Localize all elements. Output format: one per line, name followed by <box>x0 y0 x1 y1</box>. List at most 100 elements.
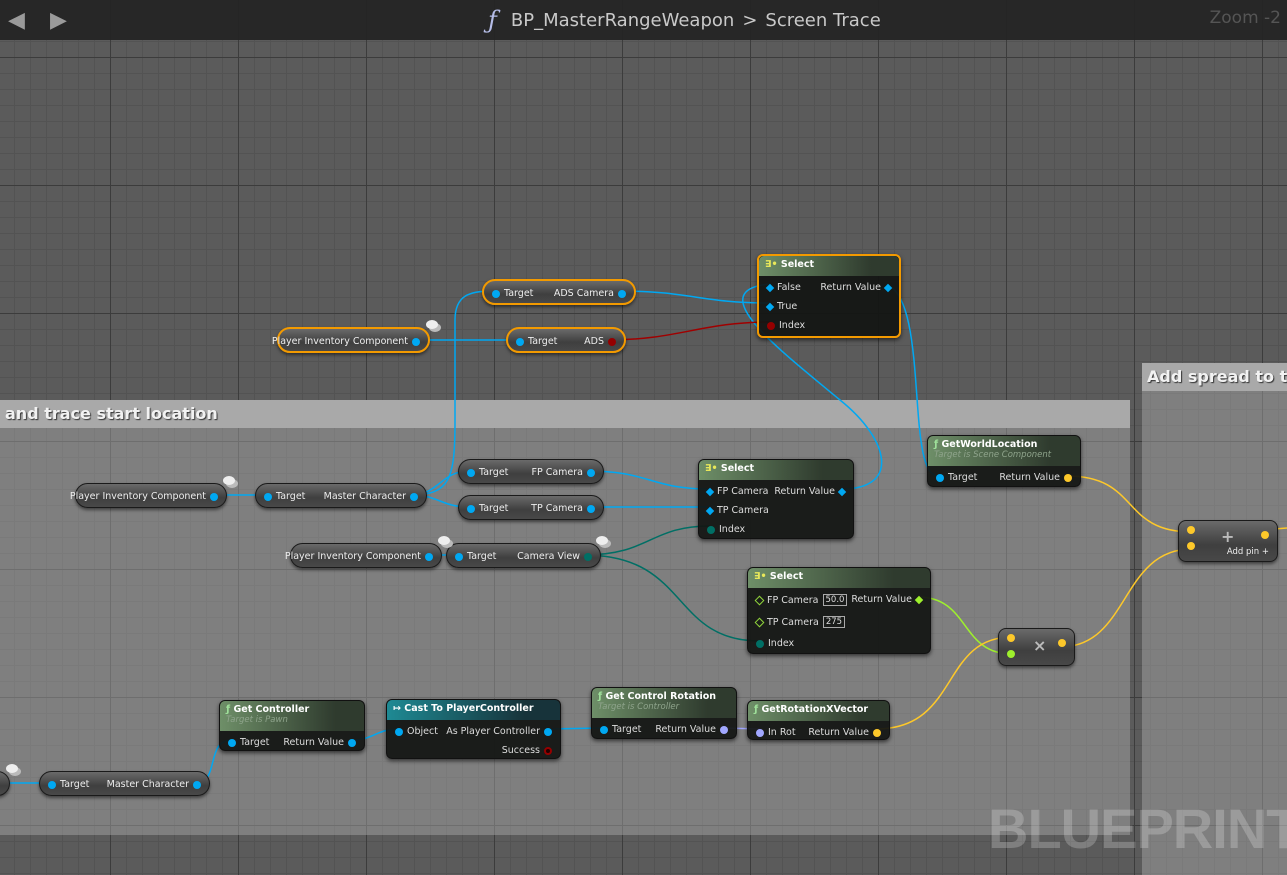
input-pin-row[interactable]: Target <box>48 779 89 790</box>
object-pin-icon[interactable] <box>410 492 418 501</box>
object-pin-icon[interactable] <box>600 725 608 734</box>
output-pin-row[interactable]: As Player Controller <box>446 726 552 737</box>
object-pin-icon[interactable] <box>765 283 775 292</box>
input-pin-row[interactable] <box>1007 634 1015 642</box>
float-pin-icon[interactable] <box>754 617 765 627</box>
input-pin-row[interactable]: In Rot <box>756 727 796 738</box>
input-pin-row[interactable]: Index <box>767 320 805 331</box>
input-pin-row[interactable]: Index <box>756 638 794 649</box>
node-header[interactable]: ∃• Select <box>699 460 853 480</box>
input-pin-row[interactable]: False <box>765 282 801 293</box>
variable-node-tpcam[interactable]: Target TP Camera <box>458 495 604 520</box>
float-pin-icon[interactable] <box>914 595 924 604</box>
float-pin-icon[interactable] <box>754 595 765 605</box>
object-pin-icon[interactable] <box>765 302 775 311</box>
node-header[interactable]: ↦ Cast To PlayerController <box>387 700 560 720</box>
input-pin-row[interactable]: Target <box>467 503 508 514</box>
object-pin-icon[interactable] <box>705 487 715 496</box>
input-pin-row[interactable]: True <box>765 301 797 312</box>
input-pin-row[interactable] <box>1187 542 1195 550</box>
arrow-left-icon[interactable]: ◀ <box>8 8 25 33</box>
output-pin-row[interactable]: Camera View <box>517 551 592 562</box>
byte-pin-icon[interactable] <box>707 525 715 534</box>
output-pin-row[interactable]: Return Value <box>999 472 1072 483</box>
vector-pin-icon[interactable] <box>1058 639 1066 647</box>
output-pin-row[interactable] <box>1058 639 1066 647</box>
object-pin-icon[interactable] <box>467 468 475 477</box>
variable-node-fpcam[interactable]: Target FP Camera <box>458 459 604 484</box>
output-pin-row[interactable]: ADS Camera <box>554 288 626 299</box>
output-pin-row[interactable]: Player Inventory Component <box>70 491 218 502</box>
output-pin-row[interactable]: Return Value <box>655 724 728 735</box>
input-pin-row[interactable]: Target <box>228 737 269 748</box>
comment-title[interactable]: Add spread to tr <box>1142 363 1287 391</box>
bool-pin-icon[interactable] <box>608 337 616 346</box>
object-pin-icon[interactable] <box>193 780 201 789</box>
object-pin-icon[interactable] <box>883 283 893 292</box>
comment-box-add-spread[interactable]: Add spread to tr <box>1142 363 1287 875</box>
node-header[interactable]: ∃• Select <box>748 568 930 588</box>
output-pin-row[interactable]: TP Camera <box>531 503 595 514</box>
node-header[interactable]: ∃• Select <box>759 256 899 276</box>
input-pin-row[interactable] <box>1007 650 1015 658</box>
object-pin-icon[interactable] <box>705 506 715 515</box>
byte-pin-icon[interactable] <box>584 552 592 561</box>
object-pin-icon[interactable] <box>228 738 236 747</box>
input-pin-row[interactable]: Target <box>936 472 977 483</box>
output-pin-row[interactable]: Player Inventory Component <box>272 336 420 347</box>
value-input[interactable]: 275 <box>822 616 846 628</box>
float-pin-icon[interactable] <box>1007 650 1015 658</box>
arrow-right-icon[interactable]: ▶ <box>50 8 67 33</box>
input-pin-row[interactable]: TP Camera <box>705 505 769 516</box>
vector-pin-icon[interactable] <box>1187 526 1195 534</box>
input-pin-row[interactable]: Target <box>264 491 305 502</box>
output-pin-row[interactable]: Success <box>502 745 552 756</box>
object-pin-icon[interactable] <box>936 473 944 482</box>
input-pin-row[interactable]: Index <box>707 524 745 535</box>
variable-node-pic3[interactable]: Player Inventory Component <box>285 543 442 568</box>
object-pin-icon[interactable] <box>48 780 56 789</box>
input-pin-row[interactable]: Target <box>600 724 641 735</box>
vector-pin-icon[interactable] <box>1261 531 1269 539</box>
input-pin-row[interactable] <box>1187 526 1195 534</box>
object-pin-icon[interactable] <box>544 727 552 736</box>
byte-pin-icon[interactable] <box>756 639 764 648</box>
variable-node-ads[interactable]: Target ADS <box>506 327 626 353</box>
output-pin-row[interactable]: Return Value <box>851 594 924 605</box>
object-pin-icon[interactable] <box>837 487 847 496</box>
comment-title[interactable]: and trace start location <box>0 400 1130 428</box>
vector-pin-icon[interactable] <box>873 728 881 737</box>
output-pin-row[interactable]: Return Value <box>774 486 847 497</box>
input-pin-row[interactable]: FP Camera <box>705 486 769 497</box>
output-pin-row[interactable]: FP Camera <box>532 467 595 478</box>
bool-pin-icon[interactable] <box>767 321 775 330</box>
output-pin-row[interactable]: ADS <box>584 336 616 347</box>
input-pin-row[interactable]: Target <box>467 467 508 478</box>
vector-pin-icon[interactable] <box>1187 542 1195 550</box>
operator-node-add[interactable]: +Add pin + <box>1178 520 1278 562</box>
output-pin-row[interactable]: Return Value <box>820 282 893 293</box>
object-pin-icon[interactable] <box>492 289 500 298</box>
object-pin-icon[interactable] <box>587 468 595 477</box>
breadcrumb-function[interactable]: Screen Trace <box>765 9 881 31</box>
input-pin-row[interactable]: Target <box>516 336 557 347</box>
operator-node-mult[interactable]: × <box>998 628 1075 666</box>
value-input[interactable]: 50.0 <box>822 594 848 606</box>
output-pin-row[interactable]: Player Inventory Component <box>285 551 433 562</box>
rotator-pin-icon[interactable] <box>756 728 764 737</box>
node-header[interactable]: ƒ GetRotationXVector <box>748 701 889 721</box>
